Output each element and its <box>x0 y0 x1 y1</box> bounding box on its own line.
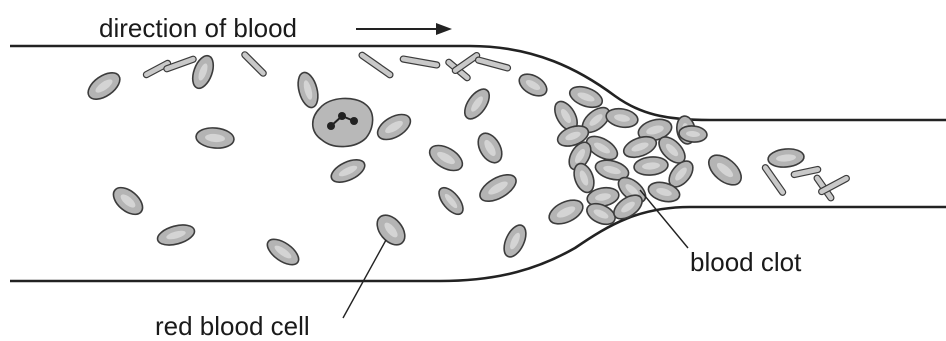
red-blood-cell-label: red blood cell <box>155 311 310 341</box>
red-blood-cells <box>84 53 805 270</box>
white-blood-cell <box>313 98 373 146</box>
vessel-wall-bottom <box>10 207 946 281</box>
direction-label: direction of blood <box>99 13 297 43</box>
direction-arrow <box>356 23 452 35</box>
blood-clot-label: blood clot <box>690 247 802 277</box>
red-cell-leader-line <box>343 240 386 318</box>
